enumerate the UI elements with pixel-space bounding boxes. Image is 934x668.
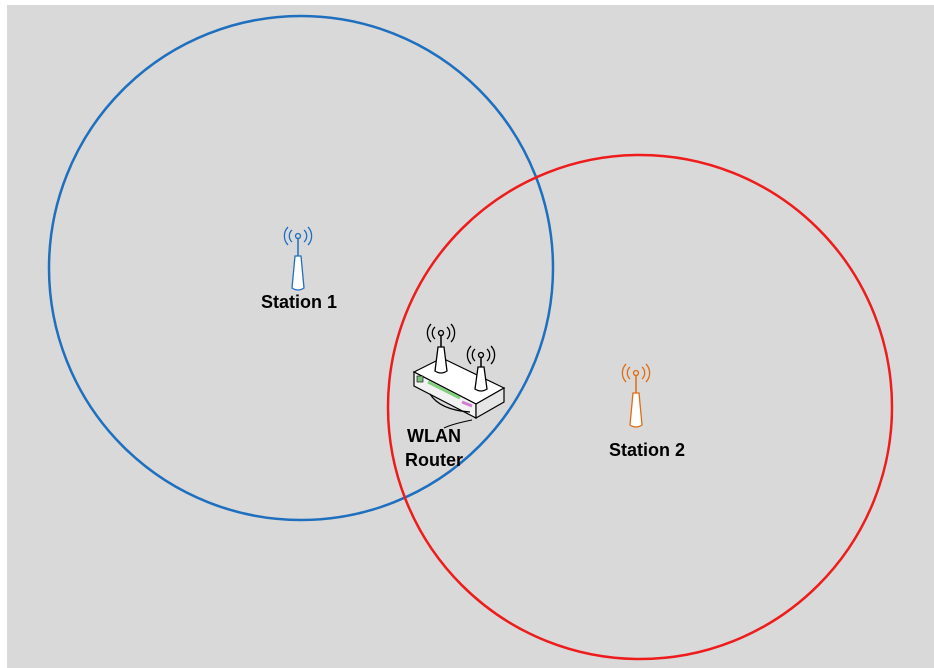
station-2-label: Station 2 <box>609 440 685 460</box>
router-label-line2: Router <box>405 450 463 470</box>
router-label-line1: WLAN <box>407 426 461 446</box>
diagram-background <box>7 5 934 668</box>
station-1-label: Station 1 <box>261 292 337 312</box>
